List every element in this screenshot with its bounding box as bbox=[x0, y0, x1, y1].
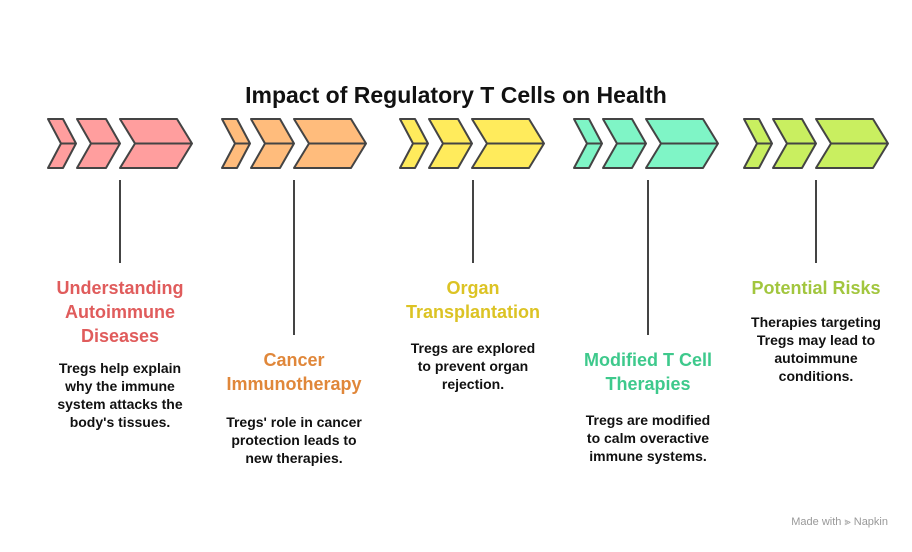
item-description-line: Tregs are explored bbox=[410, 340, 536, 356]
item-title-line: Autoimmune bbox=[65, 302, 175, 322]
item-description-line: autoimmune bbox=[774, 350, 858, 366]
item-description: Tregs are explored to prevent organ reject… bbox=[383, 339, 563, 393]
item-description-line: why the immune bbox=[65, 378, 175, 394]
item-description-line: Therapies targeting bbox=[751, 314, 881, 330]
item-description-line: new therapies. bbox=[245, 450, 343, 466]
item-description-line: Tregs are modified bbox=[585, 412, 711, 428]
brand-label: Napkin bbox=[853, 516, 888, 528]
item-description-line: protection leads to bbox=[231, 432, 357, 448]
item-description-line: to calm overactive bbox=[586, 430, 710, 446]
item-description: Tregs' role in cancer protection leads to… bbox=[204, 413, 384, 467]
item-title-line: Modified T Cell bbox=[584, 350, 712, 370]
item-title-line: Therapies bbox=[605, 374, 691, 394]
item-description-line: system attacks the bbox=[57, 396, 183, 412]
item-title-line: Immunotherapy bbox=[226, 374, 362, 394]
item-title: Potential Risks bbox=[726, 276, 906, 300]
item-description: Tregs are modified to calm overactive immu… bbox=[558, 411, 738, 465]
item-title-line: Cancer bbox=[263, 350, 325, 370]
item-description-line: body's tissues. bbox=[69, 414, 171, 430]
item-title-line: Organ bbox=[446, 278, 500, 298]
item-title-line: Transplantation bbox=[405, 302, 540, 322]
item-description-line: immune systems. bbox=[589, 448, 707, 464]
item-title-line: Diseases bbox=[80, 326, 160, 346]
item-description-line: to prevent organ bbox=[417, 358, 529, 374]
diagram-title: Impact of Regulatory T Cells on Health bbox=[245, 82, 667, 108]
napkin-logo-icon: ⫸ bbox=[844, 516, 851, 528]
item-title-line: Understanding bbox=[56, 278, 184, 298]
item-description-line: Tregs' role in cancer bbox=[226, 414, 362, 430]
made-with-label: Made with bbox=[791, 516, 842, 528]
item-description-line: rejection. bbox=[441, 376, 505, 392]
item-description-line: conditions. bbox=[778, 368, 854, 384]
item-description-line: Tregs help explain bbox=[58, 360, 182, 376]
item-description-line: Tregs may lead to bbox=[756, 332, 876, 348]
footer-watermark: Made with ⫸ Napkin bbox=[791, 516, 888, 529]
item-title-line: Potential Risks bbox=[751, 278, 881, 298]
item-description: Tregs help explain why the immune system a… bbox=[30, 359, 210, 431]
